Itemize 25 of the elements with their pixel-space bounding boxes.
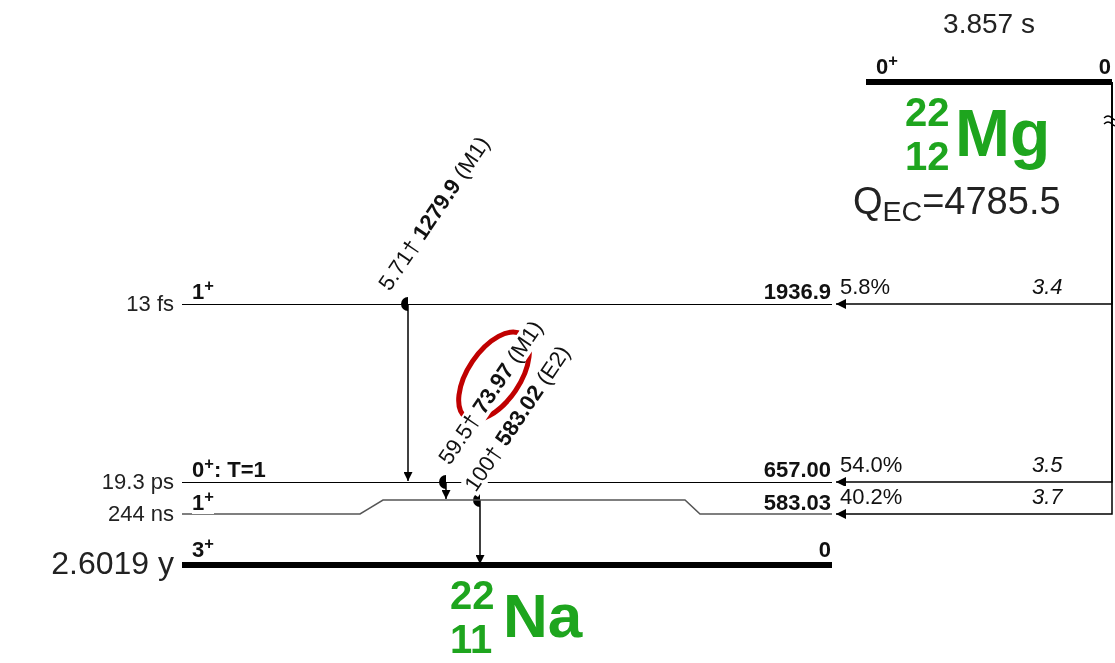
energy-level bbox=[866, 53, 1112, 85]
gamma-transition-arrow bbox=[473, 493, 485, 565]
level-energy-label: 657.00 bbox=[763, 459, 831, 481]
half-life-label: 13 fs bbox=[126, 293, 174, 315]
log-ft-value: 3.7 bbox=[1032, 486, 1063, 508]
energy-level bbox=[182, 536, 832, 568]
level-energy-label: 1936.9 bbox=[763, 281, 831, 303]
log-ft-value: 3.4 bbox=[1032, 276, 1063, 298]
level-energy-label: 0 bbox=[818, 539, 831, 561]
element-symbol: Na bbox=[503, 585, 583, 647]
half-life-label: 2.6019 y bbox=[51, 547, 174, 579]
level-energy-label: 0 bbox=[1098, 56, 1111, 78]
mass-number: 22 bbox=[450, 575, 495, 615]
atomic-number: 12 bbox=[905, 136, 950, 176]
q-value: Q$_{EC}$=4785.5 bbox=[853, 179, 1061, 226]
gamma-transition-arrow bbox=[439, 475, 451, 500]
half-life-label: 3.857 s bbox=[942, 10, 1036, 38]
atomic-number: 11 bbox=[450, 619, 493, 659]
log-ft-value: 3.5 bbox=[1032, 454, 1063, 476]
half-life-label: 244 ns bbox=[107, 503, 174, 525]
mass-number: 22 bbox=[905, 92, 950, 132]
spin-parity-label: 1$^{+}$ bbox=[192, 492, 214, 514]
level-energy-label: 583.03 bbox=[763, 492, 831, 514]
half-life-label: 19.3 ps bbox=[101, 471, 174, 493]
gamma-transition-arrow bbox=[401, 297, 413, 482]
